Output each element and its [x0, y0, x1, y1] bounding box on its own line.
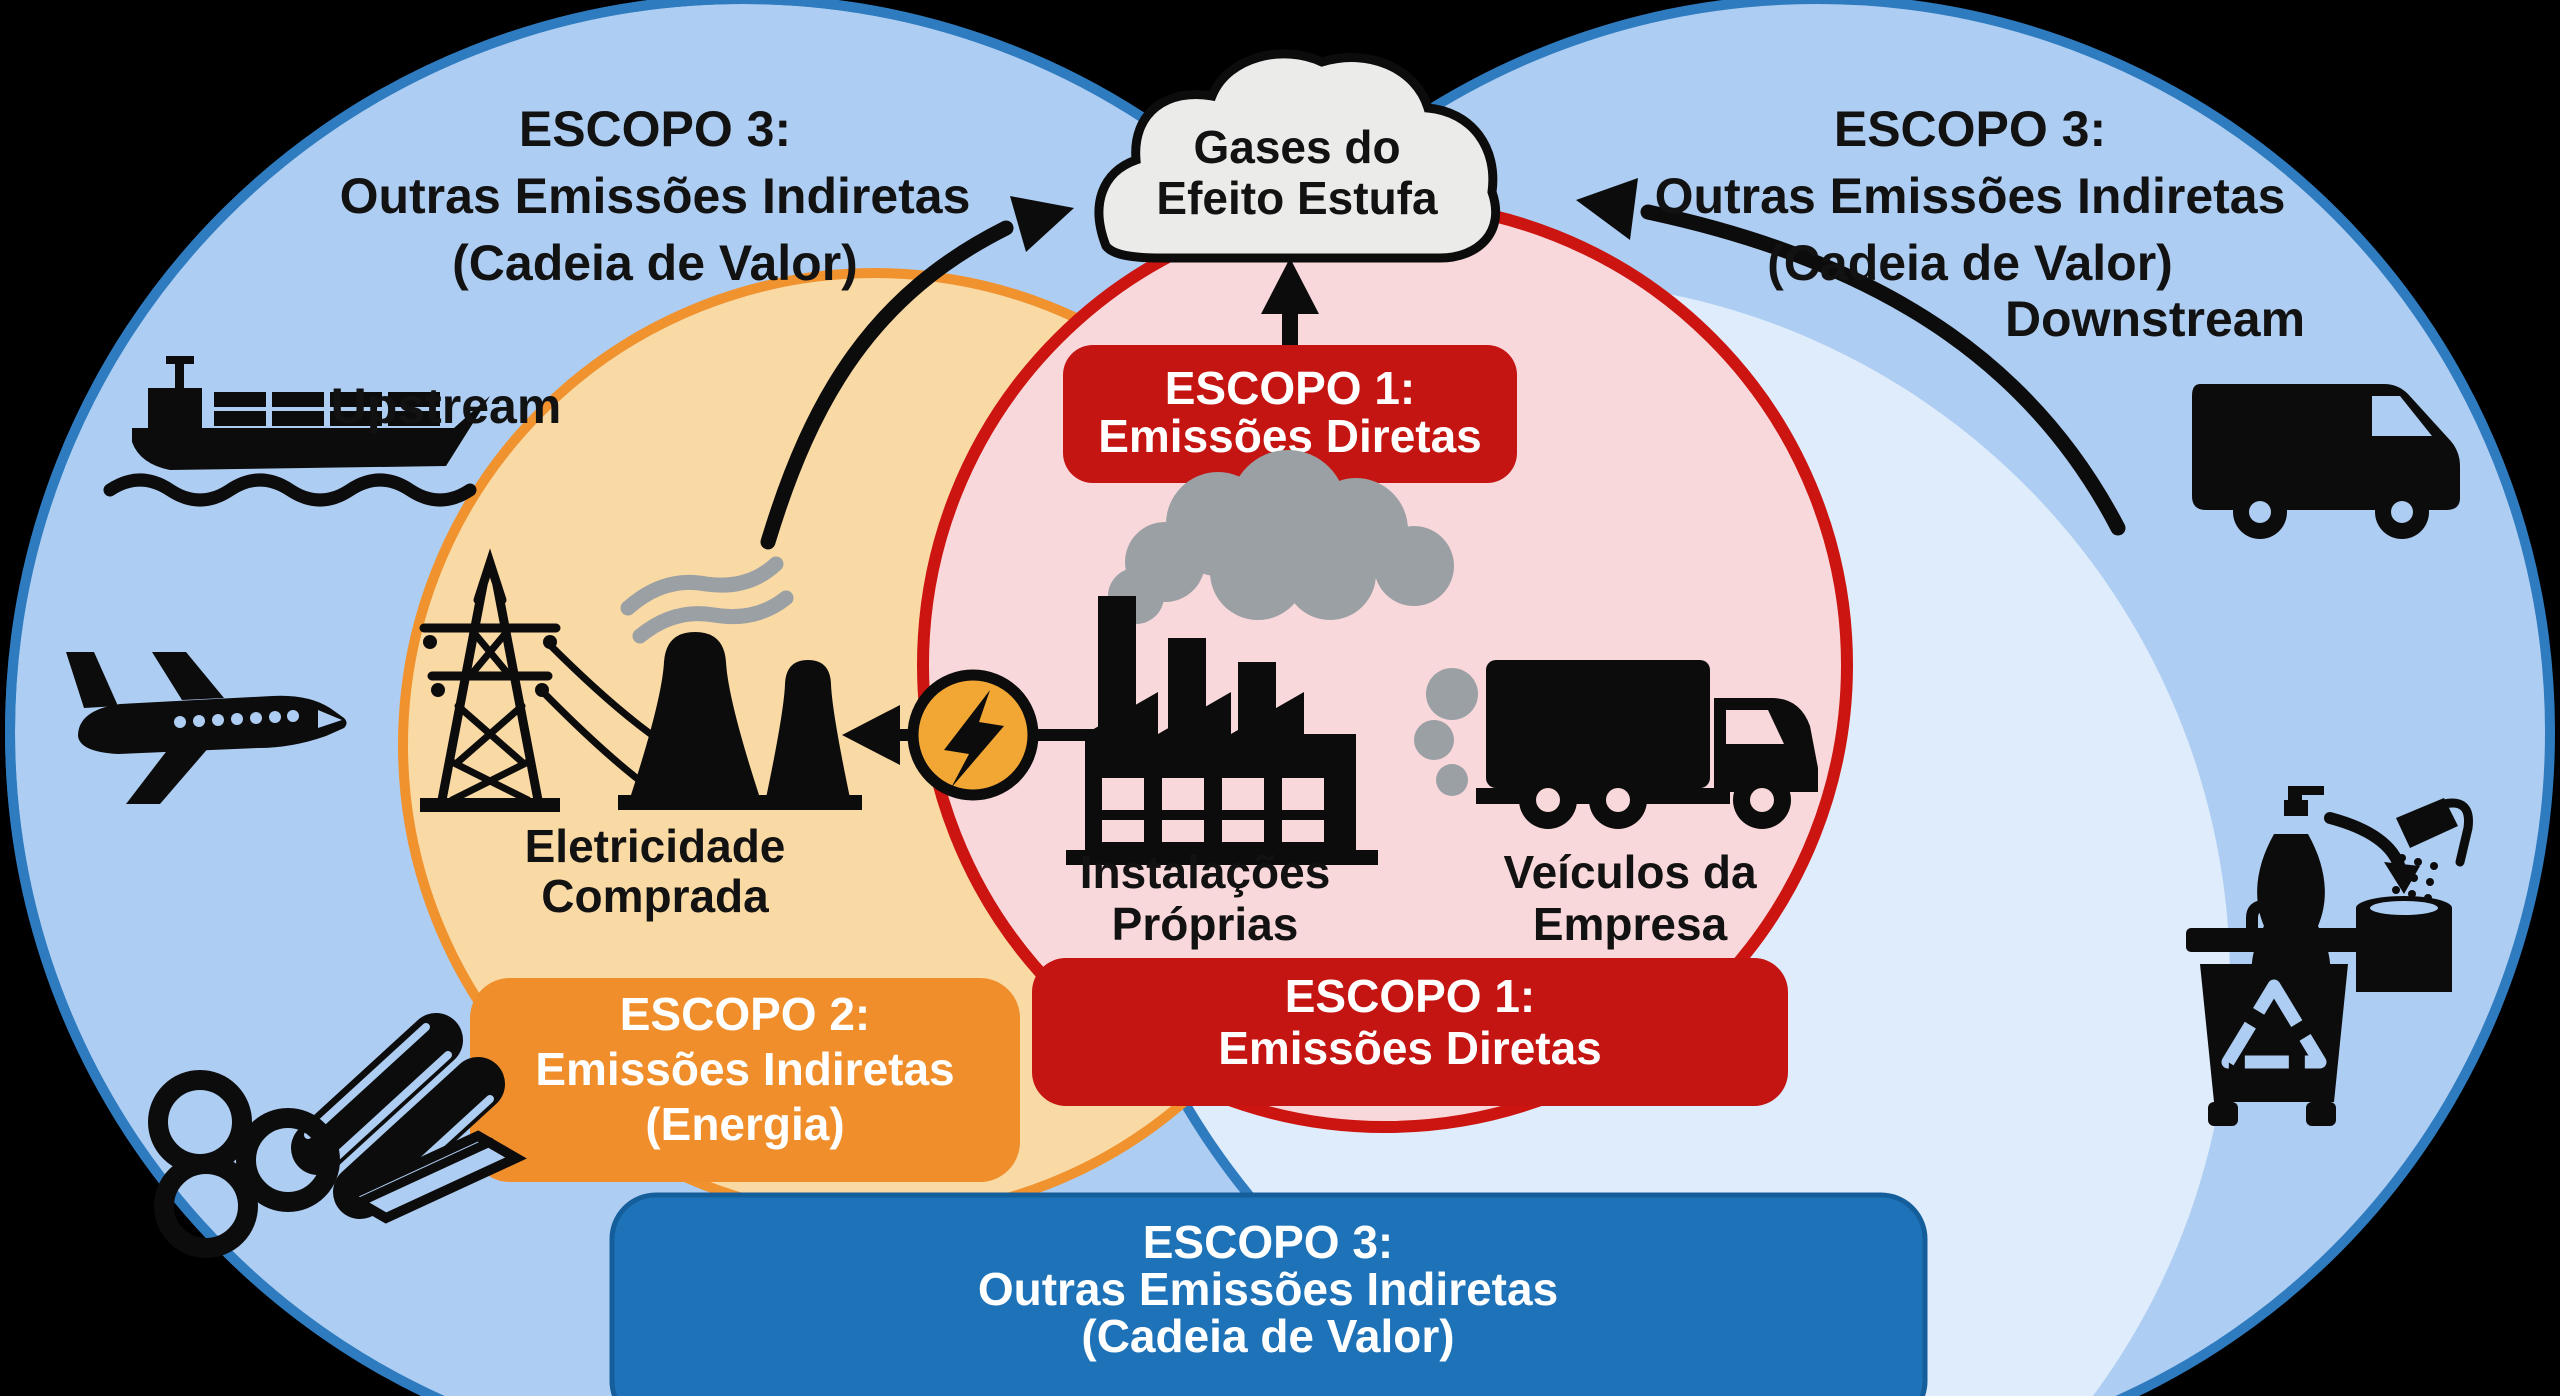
cloud-label-line2: Efeito Estufa [1156, 172, 1438, 224]
own-facilities-line1: Instalações [1080, 846, 1331, 898]
scope1-top-badge: ESCOPO 1: Emissões Diretas [1063, 345, 1517, 483]
upstream-label: Upstream [331, 378, 562, 434]
scope3-right-header: ESCOPO 3: Outras Emissões Indiretas (Cad… [1655, 101, 2305, 347]
scope3-left-header: ESCOPO 3: Outras Emissões Indiretas (Cad… [331, 101, 971, 434]
arrow-downstream-to-cloud [1576, 178, 2126, 536]
scope1-top-badge-line1: ESCOPO 1: [1165, 362, 1416, 414]
cloud-label-line1: Gases do [1193, 121, 1400, 173]
cloud-icon: Gases do Efeito Estufa [1094, 49, 1501, 263]
scope3-left-line2: Outras Emissões Indiretas [340, 168, 971, 224]
scope3-bottom-badge-line3: (Cadeia de Valor) [1081, 1310, 1454, 1362]
recycling-bin-icon [2186, 900, 2362, 1126]
company-vehicles-label: Veículos da Empresa [1503, 846, 1757, 950]
scope3-left-title: ESCOPO 3: [519, 101, 791, 157]
company-vehicles-line2: Empresa [1533, 898, 1728, 950]
downstream-label: Downstream [2005, 291, 2305, 347]
scope3-bottom-badge-line1: ESCOPO 3: [1143, 1216, 1394, 1268]
purchased-electricity-line1: Eletricidade [525, 820, 786, 872]
cargo-ship-icon [103, 356, 490, 507]
scope3-left-line3: (Cadeia de Valor) [452, 235, 858, 291]
scope3-right-title: ESCOPO 3: [1834, 101, 2106, 157]
scope2-badge: ESCOPO 2: Emissões Indiretas (Energia) [470, 978, 1020, 1182]
transmission-tower-icon [419, 548, 666, 812]
purchased-electricity-line2: Comprada [541, 870, 769, 922]
scope1-bottom-badge-line2: Emissões Diretas [1218, 1022, 1602, 1074]
arrow-scope1-to-cloud [1261, 258, 1319, 350]
own-facilities-line2: Próprias [1112, 898, 1299, 950]
raw-materials-pipes-icon [148, 1013, 527, 1258]
scope2-badge-line1: ESCOPO 2: [620, 988, 871, 1040]
delivery-van-icon [2192, 384, 2460, 539]
scope2-badge-line2: Emissões Indiretas [535, 1043, 954, 1095]
company-vehicles-line1: Veículos da [1503, 846, 1757, 898]
scope1-bottom-badge: ESCOPO 1: Emissões Diretas [1032, 958, 1788, 1106]
scope3-right-line3: (Cadeia de Valor) [1767, 235, 2173, 291]
truck-icon [1414, 660, 1818, 829]
scope3-bottom-badge: ESCOPO 3: Outras Emissões Indiretas (Cad… [609, 1192, 1928, 1396]
arrow-upstream-to-cloud [760, 196, 1074, 550]
scope1-bottom-badge-line1: ESCOPO 1: [1285, 970, 1536, 1022]
own-facilities-label: Instalações Próprias [1080, 846, 1331, 950]
scope2-badge-line3: (Energia) [645, 1098, 844, 1150]
scope3-bottom-badge-line2: Outras Emissões Indiretas [978, 1263, 1558, 1315]
cooling-towers-icon [618, 556, 862, 810]
scope3-right-line2: Outras Emissões Indiretas [1655, 168, 2286, 224]
factory-icon [1066, 450, 1454, 865]
purchased-electricity-label: Eletricidade Comprada [525, 820, 786, 922]
airplane-icon [66, 652, 347, 804]
